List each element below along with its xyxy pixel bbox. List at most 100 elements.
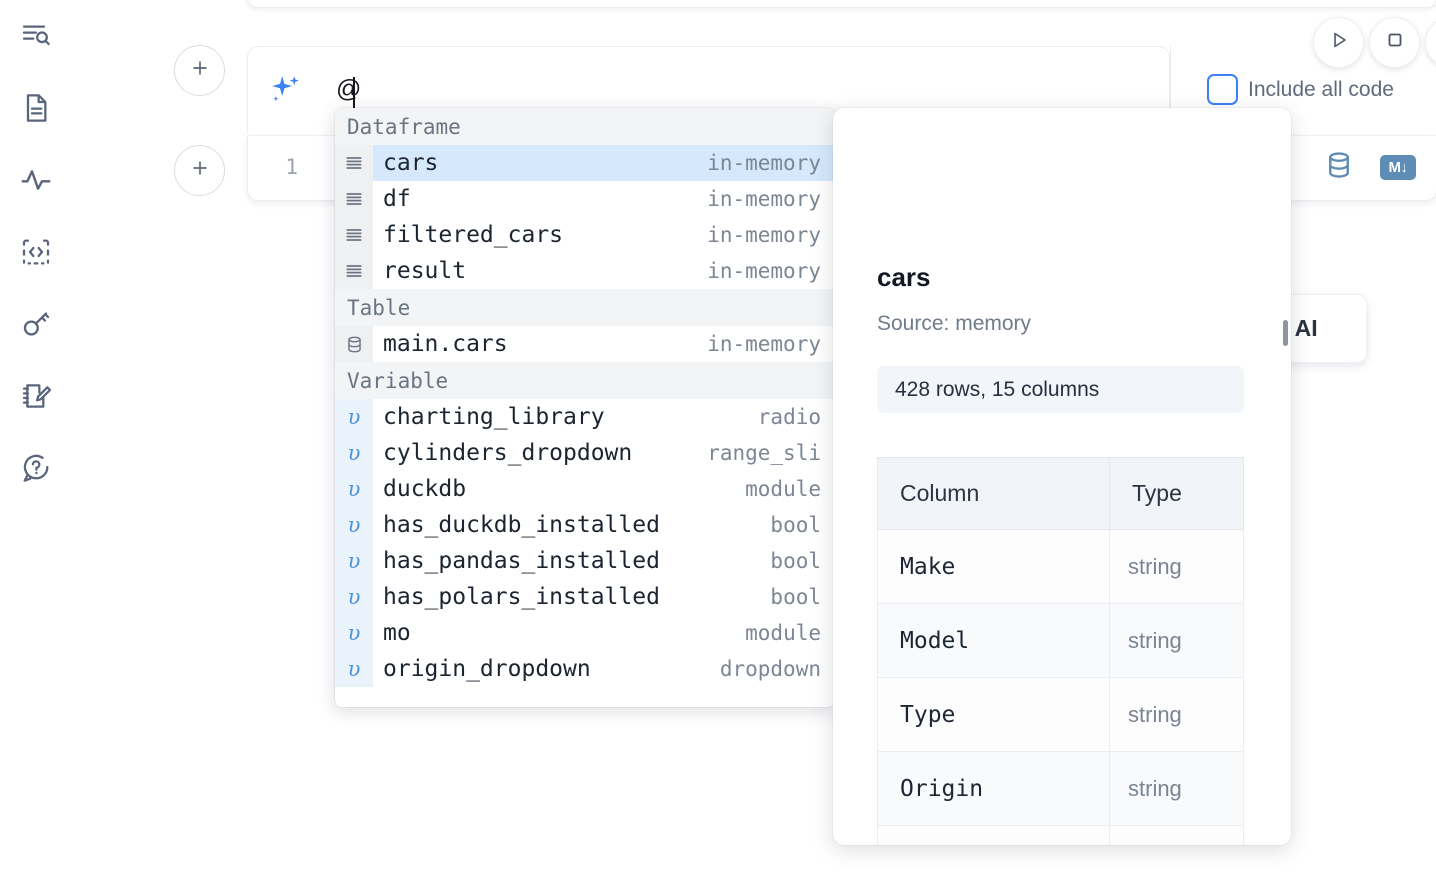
variable-upsilon-icon: υ: [335, 435, 373, 471]
autocomplete-item-name: df: [383, 186, 411, 212]
sidebar-item-document[interactable]: [14, 86, 58, 130]
autocomplete-group-header: Dataframe: [335, 108, 835, 145]
autocomplete-item-name: has_pandas_installed: [383, 548, 660, 574]
variable-upsilon-icon: υ: [335, 399, 373, 435]
autocomplete-item-content: result in-memory: [373, 253, 835, 289]
detail-scrollbar-thumb[interactable]: [1283, 320, 1288, 346]
autocomplete-item-name: has_duckdb_installed: [383, 512, 660, 538]
autocomplete-item-type: in-memory: [707, 332, 821, 356]
run-cell-button[interactable]: [1313, 17, 1364, 68]
autocomplete-item-name: origin_dropdown: [383, 656, 591, 682]
sidebar-rail: [0, 0, 72, 874]
autocomplete-item-type: bool: [770, 513, 821, 537]
detail-title: cars: [877, 262, 931, 292]
add-cell-button-top[interactable]: [174, 45, 225, 96]
autocomplete-item-content: has_pandas_installed bool: [373, 543, 835, 579]
autocomplete-item-content: has_duckdb_installed bool: [373, 507, 835, 543]
variable-upsilon-icon: υ: [335, 579, 373, 615]
schema-table-header: Column: [877, 457, 1110, 530]
autocomplete-item-content: main.cars in-memory: [373, 326, 835, 362]
autocomplete-item-type: in-memory: [707, 259, 821, 283]
autocomplete-item-type: range_sli: [707, 441, 821, 465]
ai-prompt-input[interactable]: @: [336, 75, 362, 103]
line-number: 1: [285, 155, 298, 179]
include-all-code-checkbox[interactable]: Include all code: [1207, 74, 1394, 105]
stop-cell-button[interactable]: [1369, 17, 1420, 68]
autocomplete-item[interactable]: υ has_duckdb_installed bool: [335, 507, 835, 543]
dataframe-rows-icon: [335, 217, 373, 253]
database-icon: [335, 326, 373, 362]
autocomplete-group-header: Table: [335, 289, 835, 326]
markdown-badge[interactable]: M↓: [1380, 155, 1416, 180]
autocomplete-item-type: bool: [770, 585, 821, 609]
detail-panel: cars Source: memory 428 rows, 15 columns…: [833, 108, 1291, 845]
sidebar-item-activity[interactable]: [14, 158, 58, 202]
run-play-icon: [1327, 28, 1351, 57]
dataframe-rows-icon: [335, 253, 373, 289]
variable-upsilon-icon: υ: [335, 651, 373, 687]
autocomplete-item-type: module: [745, 621, 821, 645]
sidebar-item-help[interactable]: [14, 446, 58, 490]
key-icon: [20, 308, 52, 340]
autocomplete-item-type: bool: [770, 549, 821, 573]
checkbox-box[interactable]: [1207, 74, 1238, 105]
outline-search-icon: [20, 20, 52, 52]
schema-table-row: DriveTrainstring: [877, 825, 1244, 845]
variable-upsilon-icon: υ: [335, 615, 373, 651]
sidebar-item-outline-search[interactable]: [14, 14, 58, 58]
sparkles-icon: [267, 71, 305, 109]
activity-icon: [20, 164, 52, 196]
autocomplete-item-name: result: [383, 258, 467, 284]
schema-column-name: DriveTrain: [877, 825, 1110, 845]
sidebar-item-key[interactable]: [14, 302, 58, 346]
database-icon[interactable]: [1324, 150, 1354, 185]
sidebar-item-code[interactable]: [14, 230, 58, 274]
autocomplete-item-name: mo: [383, 620, 411, 646]
plus-icon: [189, 57, 211, 84]
autocomplete-item-name: has_polars_installed: [383, 584, 660, 610]
text-caret: [353, 77, 355, 109]
schema-column-type: string: [1109, 677, 1244, 752]
cell-toolbar: M↓: [1324, 150, 1416, 185]
autocomplete-item[interactable]: υ has_polars_installed bool: [335, 579, 835, 615]
dataframe-rows-icon: [335, 181, 373, 217]
add-cell-button-bottom[interactable]: [174, 145, 225, 196]
autocomplete-item[interactable]: result in-memory: [335, 253, 835, 289]
variable-upsilon-icon: υ: [335, 507, 373, 543]
schema-table-header: Type: [1109, 457, 1244, 530]
cell-above-partial: [247, 0, 1436, 8]
schema-column-type: string: [1109, 603, 1244, 678]
autocomplete-item[interactable]: main.cars in-memory: [335, 326, 835, 362]
sidebar-item-scratchpad[interactable]: [14, 374, 58, 418]
autocomplete-item-name: charting_library: [383, 404, 605, 430]
variable-upsilon-icon: υ: [335, 471, 373, 507]
autocomplete-item-name: main.cars: [383, 331, 508, 357]
schema-column-name: Type: [877, 677, 1110, 752]
autocomplete-item-name: filtered_cars: [383, 222, 564, 248]
autocomplete-item-type: in-memory: [707, 151, 821, 175]
plus-icon: [189, 157, 211, 184]
autocomplete-item[interactable]: df in-memory: [335, 181, 835, 217]
autocomplete-item-type: module: [745, 477, 821, 501]
stop-square-icon: [1383, 28, 1407, 57]
schema-column-type: string: [1109, 751, 1244, 826]
autocomplete-item-type: in-memory: [707, 187, 821, 211]
